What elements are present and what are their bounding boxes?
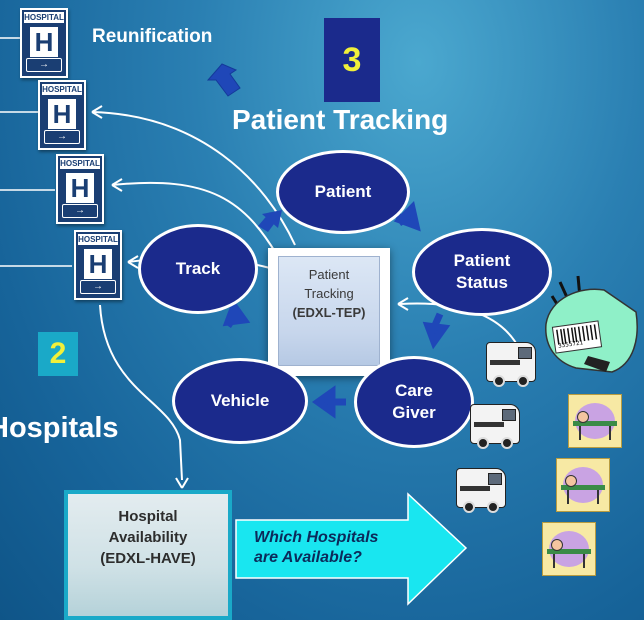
availability-line1: Hospital [118, 508, 178, 525]
step-three-badge: 3 [324, 18, 380, 102]
cycle-arrow-track-to-patient [258, 210, 282, 232]
arrow-right-icon: → [80, 280, 116, 294]
arrowhead [397, 297, 409, 311]
hospital-sign-header: HOSPITAL [78, 234, 118, 245]
tracking-doc-line3: (EDXL-TEP) [292, 305, 366, 320]
patient-status-node: Patient Status [412, 228, 552, 316]
hospitals-title: Hospitals [0, 412, 119, 444]
arrow-right-icon: → [44, 130, 80, 144]
tracking-to-hospital-curve [111, 181, 281, 261]
patient-tracking-document: Patient Tracking (EDXL-TEP) [268, 248, 390, 376]
arrowhead [127, 255, 139, 269]
arrow-right-icon: → [26, 58, 62, 72]
hospital-sign-1: HOSPITAL H → [20, 8, 68, 78]
arrowhead [91, 105, 103, 119]
patient-node: Patient [276, 150, 410, 234]
reunification-label: Reunification [92, 26, 213, 47]
care-giver-node: Care Giver [354, 356, 474, 448]
care-giver-line2: Giver [392, 403, 436, 422]
arrowhead [111, 178, 123, 192]
hospital-sign-4: HOSPITAL H → [74, 230, 122, 300]
patient-tracking-title: Patient Tracking [232, 104, 449, 135]
patient-status-line1: Patient [453, 251, 511, 270]
patient-status-line2: Status [456, 273, 508, 292]
vehicle-node-label: Vehicle [210, 391, 270, 410]
ambulance-icon [456, 468, 506, 513]
reunification-arrow [206, 63, 241, 97]
tracking-doc-line2: Tracking [304, 286, 354, 301]
patient-tracking-document-inner: Patient Tracking (EDXL-TEP) [278, 256, 380, 366]
hospital-sign-2: HOSPITAL H → [38, 80, 86, 150]
ambulance-icon [470, 404, 520, 449]
cycle-arrow-vehicle-to-track [222, 298, 251, 328]
hospital-h-icon: H [66, 173, 94, 203]
track-node-label: Track [175, 259, 221, 278]
cycle-arrow-status-to-caregiver [422, 312, 451, 350]
track-node: Track [138, 224, 258, 314]
hospital-h-icon: H [84, 249, 112, 279]
which-hospitals-line1: Which Hospitals [254, 529, 379, 546]
patient-stretcher-icon [556, 458, 610, 512]
tracking-doc-line1: Patient [308, 267, 350, 282]
availability-arrow [235, 492, 468, 606]
barcode-scanner-icon: 3355721 [540, 268, 642, 376]
availability-line3: (EDXL-HAVE) [100, 550, 196, 567]
hospital-sign-3: HOSPITAL H → [56, 154, 104, 224]
hospital-sign-header: HOSPITAL [60, 158, 100, 169]
cycle-arrow-caregiver-to-vehicle [311, 385, 346, 419]
which-hospitals-text: Which Hospitals are Available? [254, 528, 378, 568]
barcode-scanner-graphic [545, 275, 638, 373]
step-three-number: 3 [342, 40, 362, 79]
care-giver-line1: Care [395, 381, 433, 400]
which-hospitals-line2: are Available? [254, 549, 362, 566]
vehicle-node: Vehicle [172, 358, 308, 444]
patient-stretcher-icon [568, 394, 622, 448]
tracking-to-hospital-curve [91, 111, 296, 246]
hospital-sign-header: HOSPITAL [42, 84, 82, 95]
ambulance-icon [486, 342, 536, 387]
hospital-sign-header: HOSPITAL [24, 12, 64, 23]
arrow-right-icon: → [62, 204, 98, 218]
patient-stretcher-icon [542, 522, 596, 576]
arrowhead [175, 477, 189, 489]
hospital-to-availability-curve [99, 304, 183, 481]
hospital-h-icon: H [48, 99, 76, 129]
availability-line2: Availability [108, 529, 188, 546]
hospital-availability-document: Hospital Availability (EDXL-HAVE) [64, 490, 232, 620]
hospital-h-icon: H [30, 27, 58, 57]
step-two-badge: 2 [38, 332, 78, 376]
patient-node-label: Patient [314, 182, 372, 201]
step-two-number: 2 [49, 337, 67, 370]
